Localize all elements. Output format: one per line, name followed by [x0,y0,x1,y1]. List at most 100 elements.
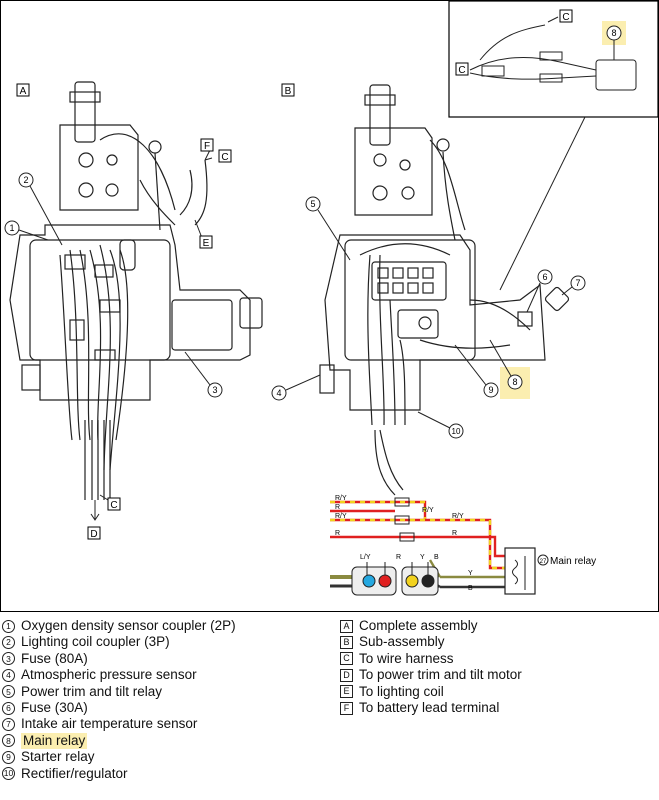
wiring-diagram: A B [0,0,659,612]
wire-label-b-1: B [434,554,439,561]
inset-letter-C-top: C [562,12,569,23]
legend-num: 3 [2,652,15,666]
letter-C-top: C [221,152,228,163]
relay-label: Main relay [550,556,596,567]
callout-1: 1 [9,223,14,233]
letter-E: E [203,238,210,249]
legend-text: Rectifier/regulator [21,765,128,781]
callout-3: 3 [212,385,217,395]
wire-label-ry-2: R/Y [335,513,347,520]
legend-text: Fuse (30A) [21,699,88,715]
callout-8-leader [489,339,512,377]
legend-letter: E [340,685,353,699]
wiring-schematic [330,497,536,595]
inset-callout-8: 8 [611,28,616,38]
legend-item: 9 Starter relay [2,749,236,765]
callout-8-circle [507,374,523,390]
wire-label-ry-1: R/Y [335,495,347,502]
callout-9: 9 [488,385,493,395]
wire-label-y-1: Y [420,554,425,561]
relay-num-circle [537,554,549,566]
legend-lettered: A Complete assembly B Sub-assembly C To wir… [340,618,522,716]
legend-item: A Complete assembly [340,618,522,634]
legend-item: 7 Intake air temperature sensor [2,716,236,732]
inset-letter-C-left: C [458,65,465,76]
legend-text: To battery lead terminal [359,699,500,715]
callout-5: 5 [310,199,315,209]
wire-label-ly: L/Y [360,554,371,561]
letter-boxes-a: F C E C D [87,138,232,540]
panel-b-box [281,83,295,97]
arrow-to-D [90,500,100,521]
panel-a-label: A [20,86,27,97]
legend-text: Fuse (80A) [21,650,88,666]
wire-label-r-2: R [335,530,340,537]
legend-letter: B [340,636,353,650]
legend-letter: A [340,619,353,633]
callout-2: 2 [23,175,28,185]
legend-item: E To lighting coil [340,684,522,700]
legend-item: 1 Oxygen density sensor coupler (2P) [2,618,236,634]
wire-label-y-2: Y [468,570,473,577]
wire-label-ry-3: R/Y [422,507,434,514]
callouts-a [4,172,223,398]
legend-text: Complete assembly [359,618,478,633]
legend-num: 9 [2,750,15,764]
legend-text: Atmospheric pressure sensor [21,667,197,683]
legend-num: 8 [2,734,15,748]
legend-text: To wire harness [359,650,454,666]
wire-label-r-1: R [335,504,340,511]
callout-4: 4 [276,388,281,398]
legend-num: 4 [2,668,15,682]
callout-6: 6 [542,272,547,282]
legend-item: 3 Fuse (80A) [2,651,236,667]
legend-item: 10 Rectifier/regulator [2,766,236,782]
legend-text: Power trim and tilt relay [21,683,163,699]
callouts-b [271,196,586,439]
panel-b-label: B [285,86,292,97]
panel-a-box [16,83,30,97]
legend-item: C To wire harness [340,651,522,667]
legend-letter: D [340,668,353,682]
arrow-to-F [204,149,213,161]
wire-label-r-3: R [452,530,457,537]
relay-inset [448,0,659,291]
legend-text: Lighting coil coupler (3P) [21,634,170,650]
assembly-b-drawing [319,84,570,496]
legend-item: 6 Fuse (30A) [2,700,236,716]
legend-item: 4 Atmospheric pressure sensor [2,667,236,683]
legend-text: Main relay [21,732,88,750]
legend-num: 2 [2,636,15,650]
legend-text: To lighting coil [359,683,444,699]
legend-num: 10 [2,767,15,781]
legend-item: B Sub-assembly [340,634,522,650]
legend-item: 5 Power trim and tilt relay [2,684,236,700]
letter-F: F [204,141,210,152]
legend-text: Starter relay [21,749,95,765]
legend-num: 7 [2,718,15,732]
legend-num: 1 [2,619,15,633]
callout-10: 10 [452,427,461,436]
relay-num: 27 [540,559,547,565]
callout-7: 7 [575,278,580,288]
legend-text: Oxygen density sensor coupler (2P) [21,618,236,633]
assembly-a-drawing [9,81,263,500]
arrow-to-C-bottom [99,494,109,501]
callout-8: 8 [512,377,517,387]
legend-num: 5 [2,685,15,699]
legend-letter: C [340,652,353,666]
legend-num: 6 [2,701,15,715]
legend-text: Sub-assembly [359,634,445,650]
legend-text: Intake air temperature sensor [21,716,198,732]
wire-label-ry-4: R/Y [452,513,464,520]
letter-C-bottom: C [110,500,117,511]
letter-D: D [90,529,97,540]
arrow-to-E [194,219,203,239]
wire-label-r-4: R [396,554,401,561]
schematic-connectors [351,562,439,596]
legend-numbered: 1 Oxygen density sensor coupler (2P) 2 Lig… [2,618,236,782]
legend-item-highlighted: 8 Main relay [2,732,236,750]
legend-item: 2 Lighting coil coupler (3P) [2,634,236,650]
